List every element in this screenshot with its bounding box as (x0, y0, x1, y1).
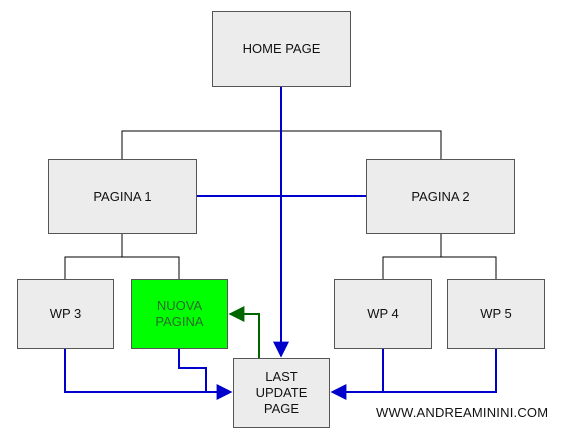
node-wp-5: WP 5 (447, 279, 545, 349)
tree-line-pagina1-children (64, 234, 123, 279)
node-wp-4: WP 4 (334, 279, 432, 349)
link-nuova-to-last (178, 349, 207, 392)
node-last-update-page: LAST UPDATE PAGE (233, 358, 330, 428)
node-home-page: HOME PAGE (212, 11, 351, 87)
tree-line-pagina2-children (382, 234, 442, 279)
tree-line-pagina2-to-wp5 (441, 256, 497, 279)
link-wp3-to-last (64, 349, 233, 400)
node-pagina-2: PAGINA 2 (366, 159, 515, 234)
node-nuova-pagina: NUOVA PAGINA (131, 279, 228, 349)
tree-line-pagina1-to-nuova (122, 256, 180, 279)
link-wp4-wp5-to-last (330, 349, 497, 400)
node-wp-3: WP 3 (17, 279, 114, 349)
watermark-text: WWW.ANDREAMININI.COM (376, 405, 549, 420)
node-pagina-1: PAGINA 1 (48, 159, 197, 234)
link-last-to-nuova (228, 306, 260, 358)
